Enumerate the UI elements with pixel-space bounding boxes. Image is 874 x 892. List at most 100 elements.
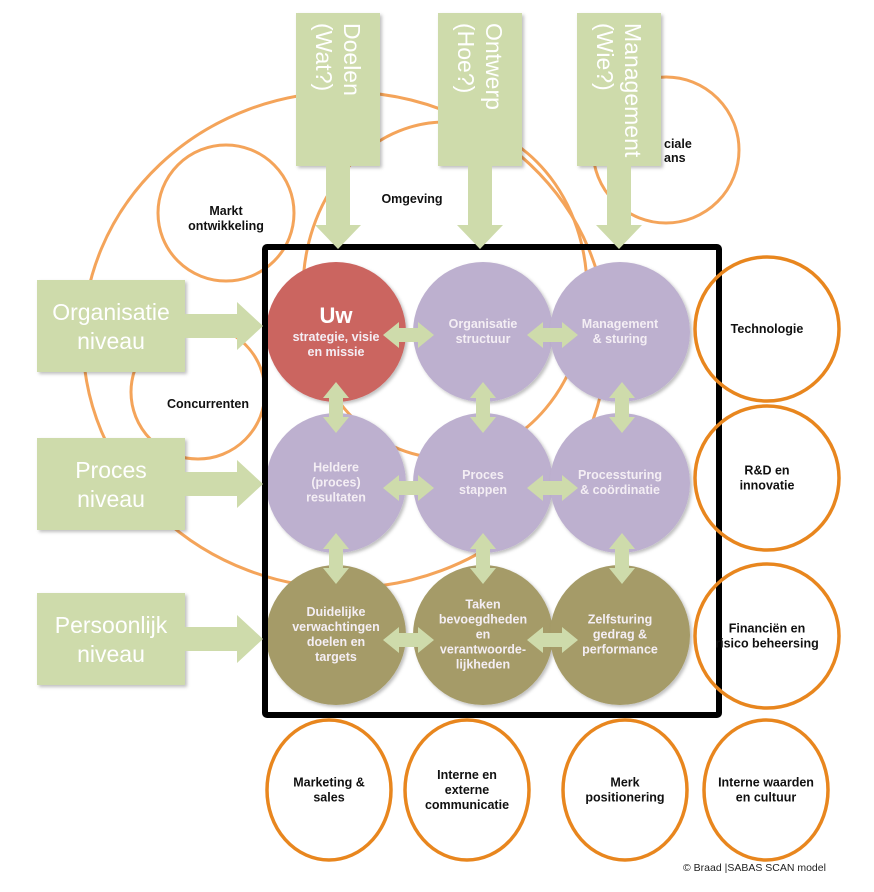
right-circle-label: Financiën en	[729, 622, 805, 636]
vertical-double-arrow	[323, 533, 349, 584]
right-arrow	[185, 460, 263, 508]
left-box-label-line2: niveau	[77, 328, 145, 354]
node-label: Zelfsturing	[588, 613, 653, 627]
top-box-label-line2: (Hoe?)	[453, 23, 479, 93]
vertical-double-arrow	[609, 382, 635, 433]
grid-node: Heldere(proces)resultaten	[266, 413, 406, 553]
horizontal-double-arrow	[383, 475, 434, 501]
node-circle	[266, 565, 406, 705]
bottom-circle-ring	[403, 718, 531, 862]
node-label: structuur	[456, 332, 511, 346]
node-label: Processturing	[578, 468, 662, 482]
right-arrow	[185, 615, 263, 663]
horizontal-double-arrow	[383, 627, 434, 653]
node-label: & coördinatie	[580, 483, 660, 497]
environment-labels: Omgeving Markt ontwikkeling Concurrenten…	[167, 137, 692, 411]
bottom-circle-label: en cultuur	[736, 791, 797, 805]
node-circle	[550, 262, 690, 402]
top-boxes: Doelen(Wat?)Ontwerp(Hoe?)Management(Wie?…	[296, 13, 661, 249]
node-label: Organisatie	[449, 317, 518, 331]
sociale-label-line2: ans	[664, 151, 686, 165]
right-circle-label: R&D en	[744, 464, 789, 478]
left-box-rect	[37, 593, 185, 685]
node-circle	[550, 413, 690, 553]
down-arrow	[315, 166, 361, 249]
node-label: gedrag &	[593, 628, 647, 642]
bottom-circle-label: externe	[445, 783, 490, 797]
node-label: stappen	[459, 483, 507, 497]
left-box-label-line2: niveau	[77, 486, 145, 512]
bottom-circle-label: communicatie	[425, 798, 509, 812]
bottom-circle-label: Merk	[610, 776, 639, 790]
node-label: bevoegdheden	[439, 613, 527, 627]
node-label: Duidelijke	[306, 605, 365, 619]
horizontal-double-arrow	[383, 322, 434, 348]
left-box-label-line2: niveau	[77, 641, 145, 667]
bottom-circle-ring	[265, 718, 393, 862]
connector-arrows	[323, 322, 635, 653]
right-circle-label: innovatie	[740, 479, 795, 493]
bottom-circle-label: sales	[313, 791, 344, 805]
node-label: doelen en	[307, 635, 365, 649]
down-arrow	[596, 166, 642, 249]
left-box-rect	[37, 438, 185, 530]
horizontal-double-arrow	[527, 475, 578, 501]
right-circle-ring	[693, 255, 841, 403]
node-circle	[550, 565, 690, 705]
node-label: lijkheden	[456, 658, 510, 672]
concurrenten-label: Concurrenten	[167, 397, 249, 411]
left-box-rect	[37, 280, 185, 372]
left-box: Proces niveau	[37, 438, 263, 530]
bottom-circle-label: Interne waarden	[718, 776, 814, 790]
right-arrow	[185, 302, 263, 350]
node-circle	[413, 565, 553, 705]
node-label: en	[476, 628, 491, 642]
bottom-circle-ring	[702, 718, 830, 862]
left-boxes: OrganisatieniveauProcesniveauPersoonlijk…	[37, 280, 263, 685]
down-arrow	[457, 166, 503, 249]
grid-node: Management& sturing	[550, 262, 690, 402]
node-label: verantwoorde-	[440, 643, 526, 657]
node-label: targets	[315, 650, 357, 664]
top-box-rect	[296, 13, 380, 166]
node-label: verwachtingen	[292, 620, 380, 634]
node-circle	[413, 262, 553, 402]
left-box-label-line1: Persoonlijk	[55, 612, 168, 638]
sociale-label-line1: ciale	[664, 137, 692, 151]
node-label: strategie, visie	[293, 330, 380, 344]
top-box-label-line1: Management	[620, 23, 646, 158]
vertical-double-arrow	[470, 533, 496, 584]
left-box: Persoonlijk niveau	[37, 593, 263, 685]
right-circle: Technologie	[693, 255, 841, 403]
top-box-label-line2: (Wat?)	[311, 23, 337, 91]
grid-node: Processturing& coördinatie	[550, 413, 690, 553]
vertical-double-arrow	[323, 382, 349, 433]
right-circle-ring	[693, 404, 841, 552]
node-label: Taken	[465, 598, 500, 612]
bottom-circle-ring	[561, 718, 689, 862]
node-label: Management	[582, 317, 659, 331]
left-box-label-line1: Proces	[75, 457, 147, 483]
markt-label-line1: Markt	[209, 204, 243, 218]
right-circle-label: risico beheersing	[715, 637, 819, 651]
node-label: en missie	[308, 345, 365, 359]
bottom-circle: Marketing &sales	[265, 718, 393, 862]
top-box: Ontwerp(Hoe?)	[438, 13, 522, 249]
top-box-label-line1: Doelen	[339, 23, 365, 96]
node-circle	[266, 413, 406, 553]
node-label: Proces	[462, 468, 504, 482]
top-box-label-line1: Ontwerp	[481, 23, 507, 110]
